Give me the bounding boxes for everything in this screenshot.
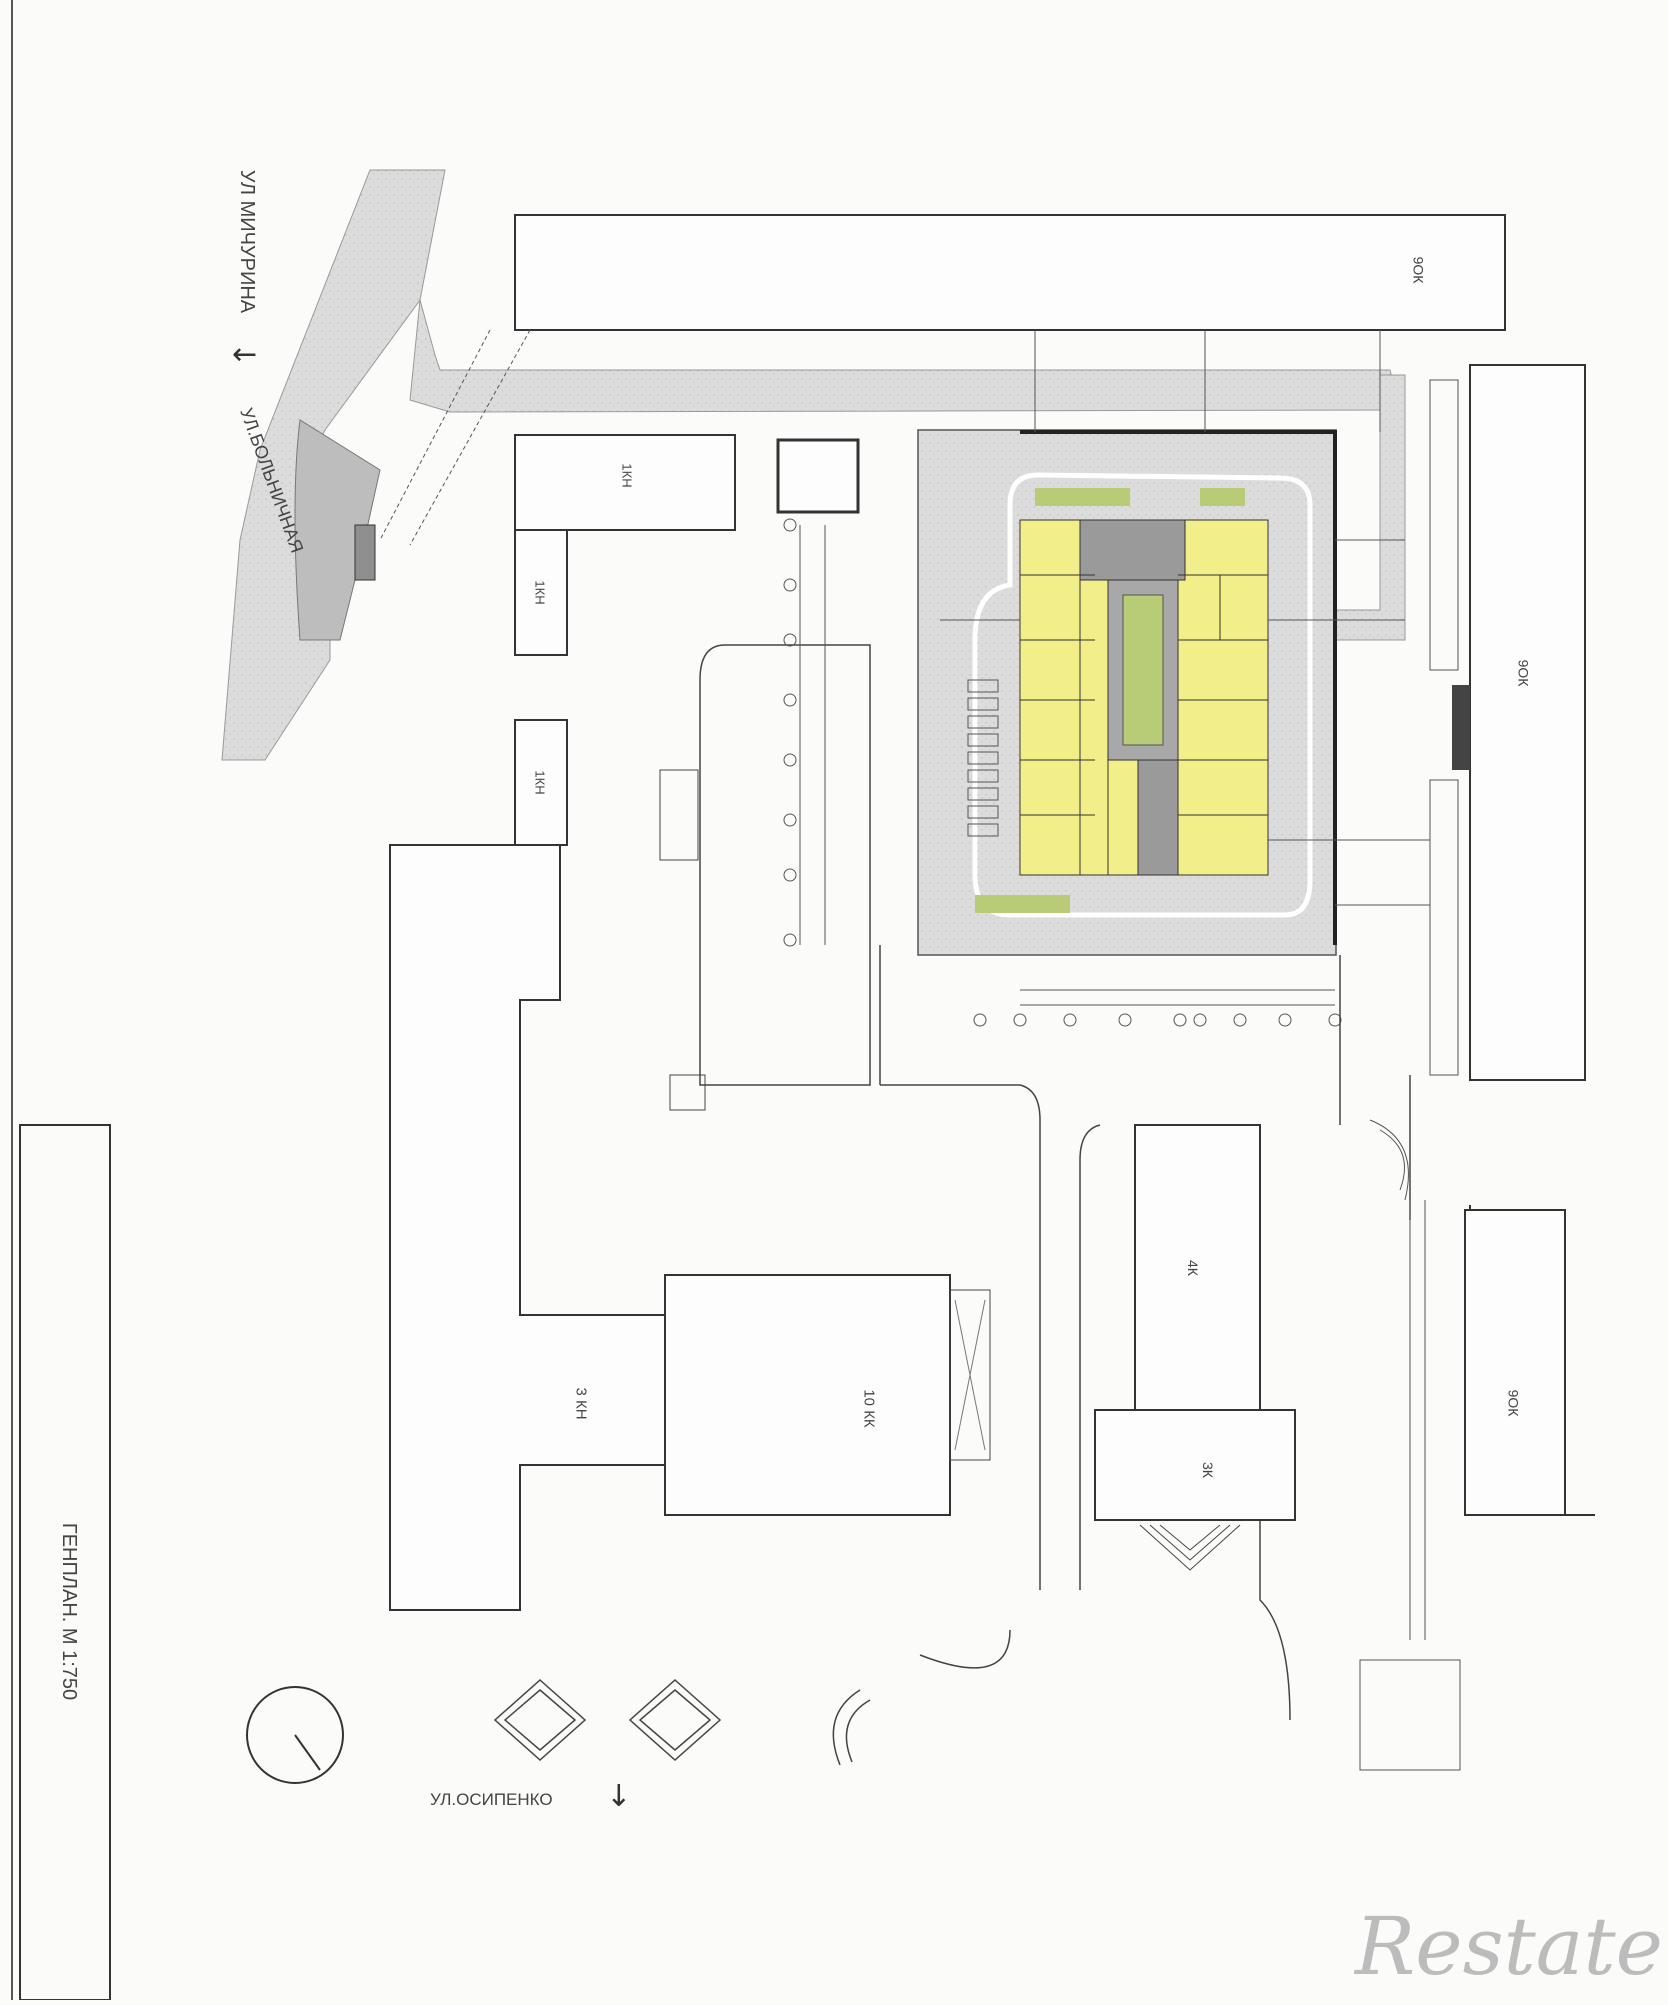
label-kn-1: 1КН (619, 463, 635, 488)
annex-cross-2 (954, 1299, 986, 1451)
sightline-1 (409, 329, 531, 546)
building-top-9ok (514, 214, 1506, 331)
building-big-left-3kh (389, 844, 666, 1611)
courtyard-green (1122, 594, 1164, 746)
label-big-left-3kh: 3 КН (572, 1387, 590, 1420)
street-label-michurina: УЛ МИЧУРИНА (236, 169, 259, 314)
building-4k (1134, 1124, 1261, 1411)
building-right-upper-9ok (1469, 364, 1586, 1081)
compass-needle (294, 1734, 321, 1771)
lane-lines (879, 945, 1411, 1721)
arrow-up-icon: ← (232, 337, 258, 372)
axis-grid-left (783, 518, 826, 947)
label-top-9ok: 9ОК (1410, 256, 1427, 284)
label-4k: 4К (1184, 1260, 1201, 1276)
parking-outline (699, 644, 871, 1086)
east-driveway (1334, 374, 1406, 641)
roads (221, 169, 1406, 761)
ramp-gate (354, 524, 376, 581)
small-structure (659, 769, 699, 861)
courtyard-bottom (1137, 759, 1179, 876)
building-kn-3 (514, 719, 568, 846)
east-strip-1 (1429, 379, 1459, 671)
east-stairs (1359, 1119, 1461, 1771)
building-center-10kk (664, 1274, 951, 1516)
arrow-down-icon: → (601, 1782, 637, 1808)
street-label-osipenko: УЛ.ОСИПЕНКО (430, 1790, 553, 1809)
dimension-lines (940, 330, 1430, 906)
restate-watermark: Restate (1355, 1900, 1663, 1993)
green-strip-2 (1200, 488, 1245, 506)
core-stair (1107, 759, 1139, 876)
label-center-10kk: 10 КК (860, 1389, 878, 1428)
courtyard-top (1079, 519, 1186, 581)
small-box (669, 1074, 706, 1111)
label-3k: 3К (1199, 1462, 1216, 1478)
building-3k (1094, 1409, 1296, 1521)
entrance-ramp (294, 419, 381, 641)
interior-partitions (1020, 574, 1268, 816)
label-right-upper-9ok: 9ОК (1515, 659, 1532, 687)
building-kn-1 (514, 434, 736, 531)
label-right-lower-9ok: 9ОК (1505, 1389, 1522, 1417)
label-kn-2: 1КН (532, 580, 548, 605)
green-strip-3 (975, 895, 1070, 913)
sightline-2 (379, 329, 491, 541)
site-boundary (1020, 430, 1337, 945)
plan-title: ГЕНПЛАН. М 1:750 (58, 1522, 81, 1701)
east-strip-2 (1429, 779, 1459, 1076)
designed-building (1019, 519, 1269, 876)
core-left (1079, 579, 1111, 876)
3k-entrance (1139, 1524, 1241, 1571)
axis-grid-bottom (973, 989, 1342, 1027)
parking-bays (967, 679, 999, 837)
annex (949, 1289, 991, 1461)
landscape-ornaments (493, 1678, 871, 1766)
building-right-lower-9ok (1464, 1209, 1566, 1516)
green-strip-1 (1035, 488, 1130, 506)
kiosk (776, 438, 860, 514)
label-kn-3: 1КН (532, 770, 548, 795)
building-kn-2 (514, 529, 568, 656)
compass-circle (246, 1686, 344, 1784)
east-block (1452, 685, 1470, 770)
wing-right (1177, 519, 1269, 876)
